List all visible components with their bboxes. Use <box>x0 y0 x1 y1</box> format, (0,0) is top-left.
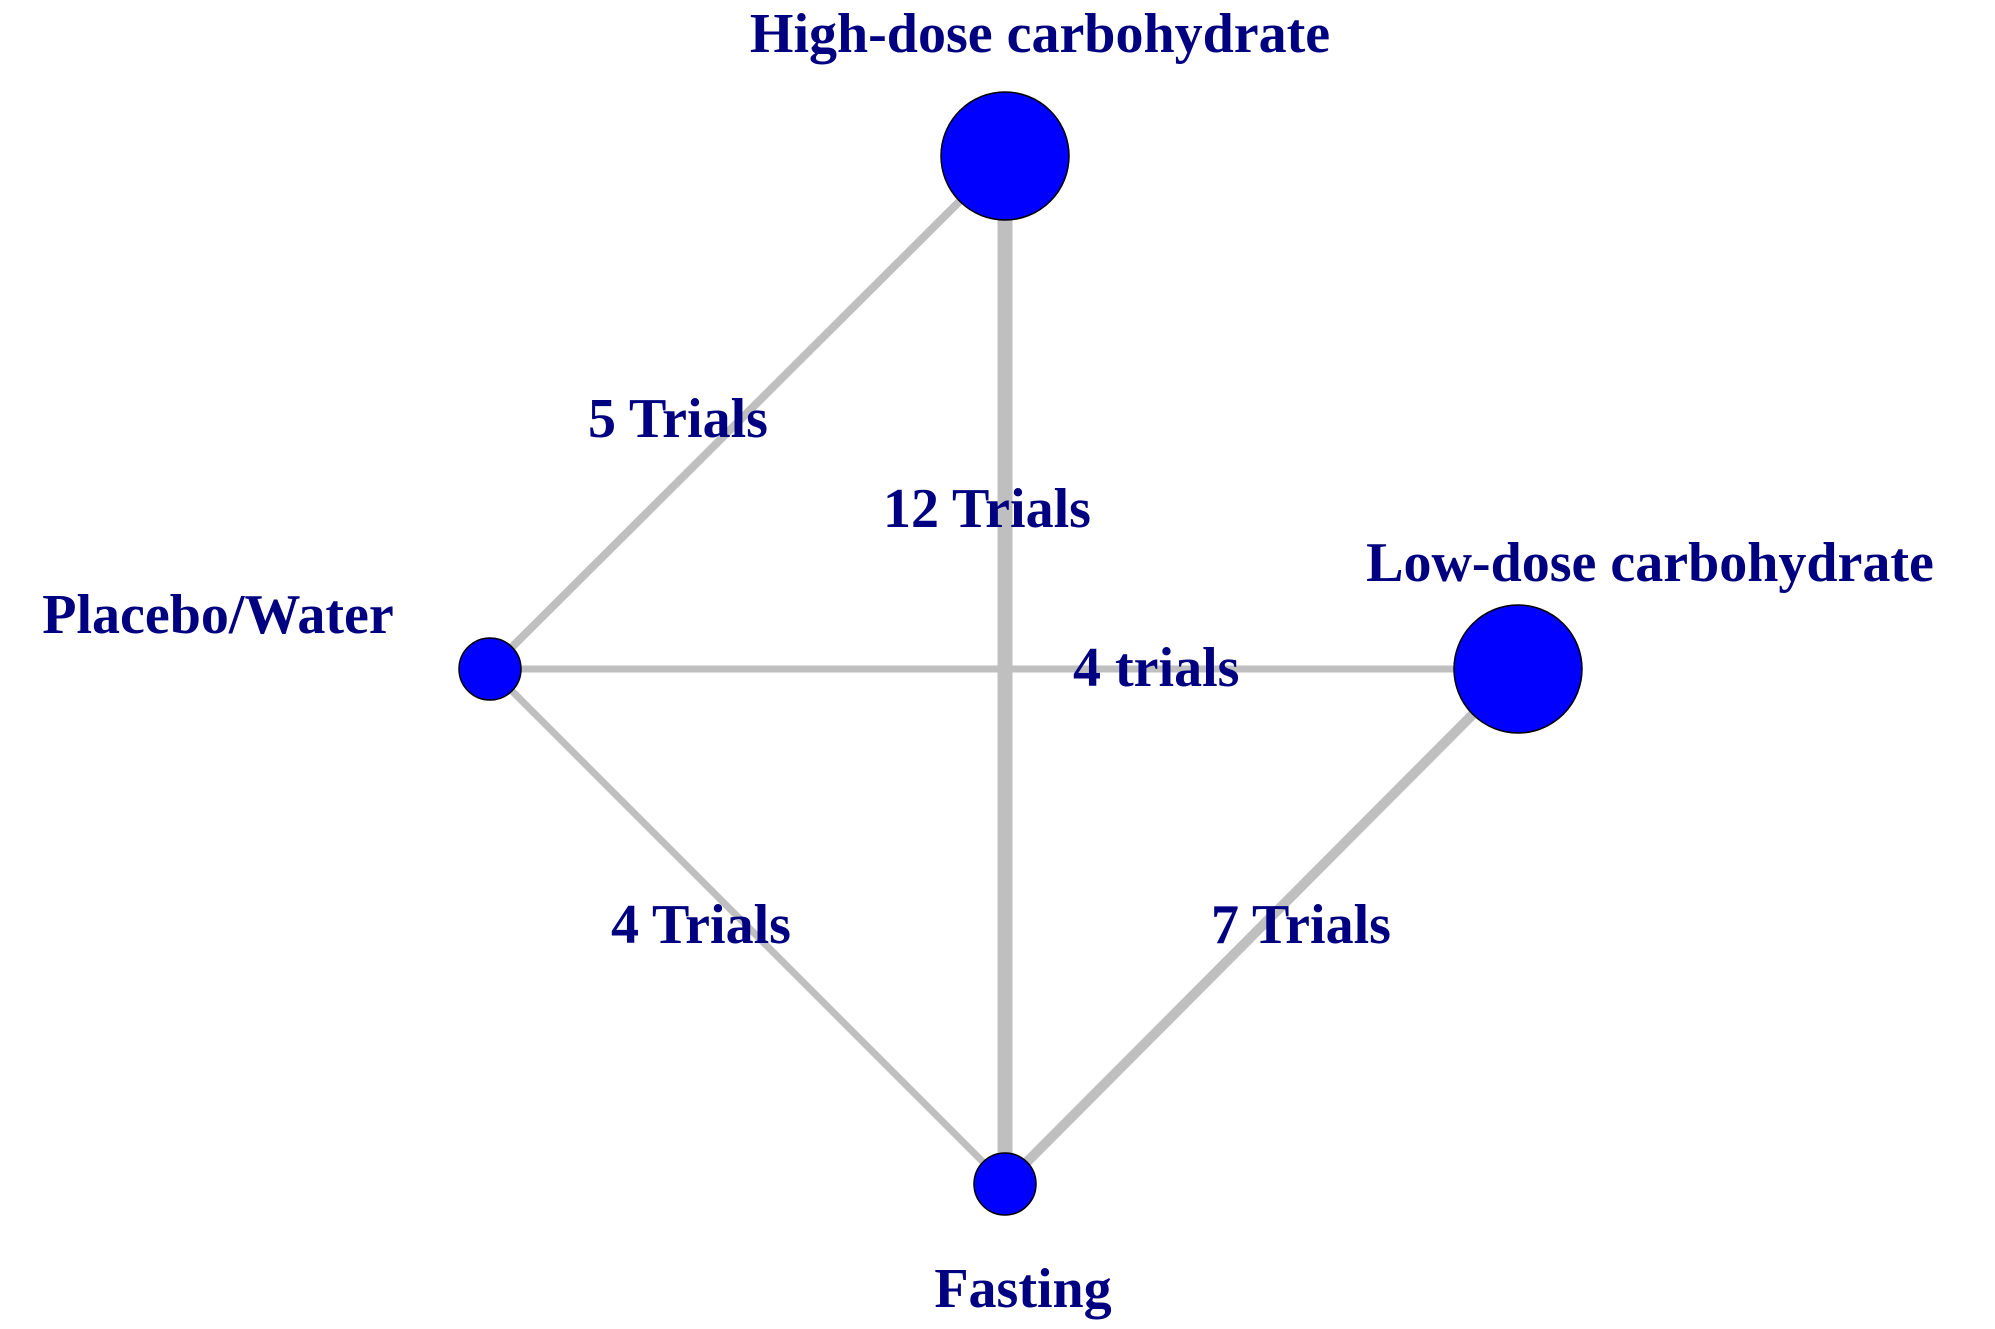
node-label-low-dose-carbohydrate: Low-dose carbohydrate <box>1366 532 1934 594</box>
edge-placebo-high <box>487 153 1008 672</box>
nodes-layer <box>458 91 1583 1216</box>
edge-labels-layer: 5 Trials 12 Trials 4 trials 4 Trials 7 T… <box>588 388 1391 956</box>
edges-layer <box>487 153 1522 1188</box>
edge-low-fasting <box>1001 665 1522 1188</box>
edge-label-low-fasting: 7 Trials <box>1211 894 1391 956</box>
edge-label-placebo-high: 5 Trials <box>588 388 768 450</box>
node-fasting <box>973 1152 1037 1216</box>
node-label-fasting: Fasting <box>934 1258 1111 1320</box>
edge-placebo-fasting <box>487 666 1008 1187</box>
edge-label-high-fasting: 12 Trials <box>883 478 1091 540</box>
node-labels-layer: High-dose carbohydrate Low-dose carbohyd… <box>42 3 1934 1320</box>
node-low-dose-carbohydrate <box>1453 604 1583 734</box>
node-placebo-water <box>458 637 522 701</box>
node-high-dose-carbohydrate <box>940 91 1070 221</box>
edge-label-placebo-low: 4 trials <box>1073 637 1239 699</box>
edge-label-placebo-fasting: 4 Trials <box>611 894 791 956</box>
node-label-high-dose-carbohydrate: High-dose carbohydrate <box>750 3 1330 65</box>
node-label-placebo-water: Placebo/Water <box>42 584 393 646</box>
